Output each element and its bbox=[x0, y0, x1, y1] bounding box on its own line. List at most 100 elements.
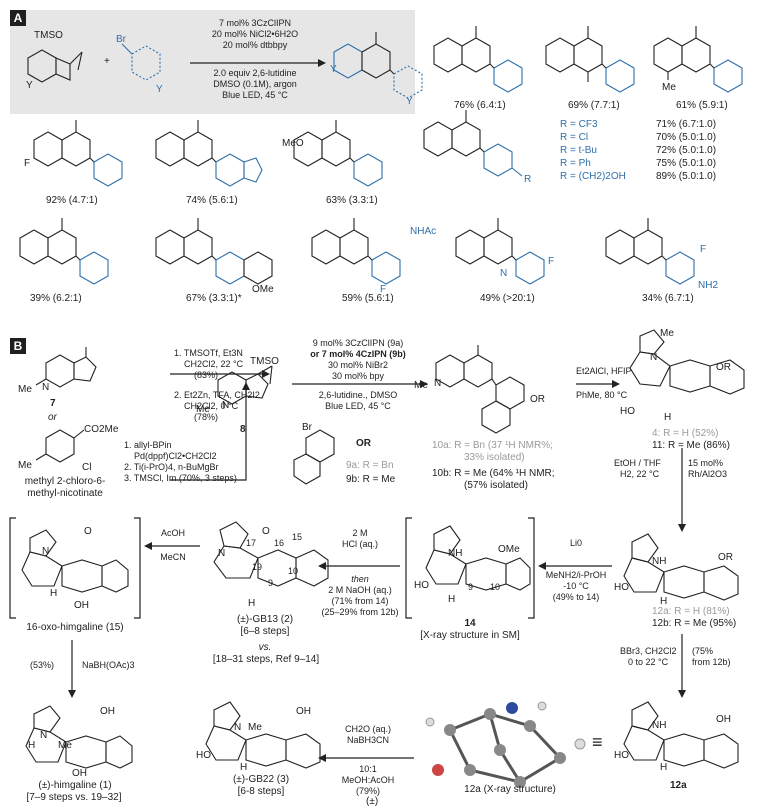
cmpd-9a-label: 9a: R = Bn bbox=[346, 460, 394, 471]
cmpd-10-structure bbox=[435, 345, 525, 434]
nicotinate-me: Me bbox=[18, 460, 32, 471]
cmpd-2-num19: 19 bbox=[252, 562, 263, 572]
cmpd-9-br: Br bbox=[302, 422, 312, 433]
yield-3: 61% (5.9:1) bbox=[676, 100, 728, 111]
product-7-para bbox=[423, 110, 523, 177]
substituent-f-10: F bbox=[548, 256, 555, 267]
cmpd-12a-ho: HO bbox=[614, 750, 629, 761]
nicotinate-ester: CO2Me bbox=[84, 424, 119, 435]
cmpd-14-num10: 10 bbox=[490, 582, 501, 592]
cmpd-14-ho: HO bbox=[414, 580, 429, 591]
cmpd-10-n: N bbox=[434, 378, 442, 389]
cmpd-2-name: (±)-GB13 (2) bbox=[236, 614, 294, 625]
cmpd-2-num16: 16 bbox=[274, 538, 285, 548]
cmpd-12-or: OR bbox=[718, 552, 733, 563]
reactant-cyclopropanol bbox=[27, 49, 83, 83]
cmpd-12a-structure bbox=[623, 701, 739, 769]
product-3 bbox=[653, 26, 743, 93]
conditions-b4b: PhMe, 80 °C bbox=[576, 390, 628, 400]
product-10 bbox=[311, 218, 401, 285]
cmpd-3-ho: HO bbox=[196, 750, 211, 761]
para-r-4: R = Ph bbox=[560, 158, 591, 169]
product-8 bbox=[19, 218, 109, 285]
nicotinate-cl: Cl bbox=[82, 462, 92, 473]
para-yield-1: 71% (6.7:1.0) bbox=[656, 119, 717, 130]
cmpd-7-me: Me bbox=[18, 384, 32, 395]
conditions-b2: 1. allyl-BPin Pd(dppf)Cl2•CH2Cl2 2. Ti(i… bbox=[124, 440, 237, 483]
cmpd-4-label-b: 11: R = Me (86%) bbox=[652, 440, 730, 451]
cmpd-7-label: 7 bbox=[50, 398, 56, 409]
nicotinate-structure bbox=[35, 429, 85, 463]
xray-label: 12a (X-ray structure) bbox=[464, 784, 556, 795]
cmpd-14-nh: NH bbox=[448, 548, 463, 559]
product-ring-y-label: Y bbox=[406, 96, 413, 107]
cmpd-14-sub: [X-ray structure in SM] bbox=[420, 630, 520, 641]
cmpd-8-me: Me bbox=[196, 404, 210, 415]
cmpd-1-me: Me bbox=[58, 740, 72, 751]
substituent-ome-8: OMe bbox=[252, 284, 274, 295]
cmpd-12a-label: 12a: R = H (81%) bbox=[652, 606, 730, 617]
conditions-b5: EtOH / THF H2, 22 °C bbox=[614, 458, 661, 479]
cmpd-2-vs: vs. bbox=[258, 642, 272, 653]
cmpd-4-n: N bbox=[650, 352, 658, 363]
cmpd-12a-h: H bbox=[660, 762, 668, 773]
cmpd-3-steps: [6-8 steps] bbox=[237, 786, 285, 797]
cmpd-3-h: H bbox=[240, 762, 248, 773]
cmpd-8-tmso: TMSO bbox=[250, 356, 279, 367]
cmpd-10a-label: 10a: R = Bn (37 ¹H NMR%; bbox=[432, 440, 553, 451]
cmpd-2-steps: [6–8 steps] bbox=[240, 626, 290, 637]
arrow-b2 bbox=[170, 388, 247, 481]
cmpd-3-oh: OH bbox=[296, 706, 311, 717]
conditions-b7b: then 2 M NaOH (aq.) (71% from 14) (25–29… bbox=[321, 574, 399, 617]
product-1 bbox=[433, 26, 523, 93]
cmpd-15-o: O bbox=[84, 526, 92, 537]
para-r-2: R = Cl bbox=[560, 132, 589, 143]
cmpd-12a-oh: OH bbox=[716, 714, 731, 725]
substituent-f-4: F bbox=[24, 158, 31, 169]
product-11 bbox=[455, 218, 545, 285]
cmpd-10b-label2: (57% isolated) bbox=[464, 480, 528, 491]
product-tetralone-generic bbox=[333, 32, 423, 99]
nicotinate-name: methyl 2-chloro-6- methyl-nicotinate bbox=[24, 476, 106, 499]
cmpd-15-n: N bbox=[42, 546, 50, 557]
product-9 bbox=[155, 218, 273, 285]
cmpd-1-oh-top: OH bbox=[100, 706, 115, 717]
cmpd-4-me: Me bbox=[660, 328, 674, 339]
cmpd-1-name: (±)-himgaline (1) bbox=[38, 780, 112, 791]
product-6 bbox=[293, 120, 383, 187]
cmpd-3-structure bbox=[205, 701, 321, 769]
yield-5: 74% (5.6:1) bbox=[186, 195, 238, 206]
para-yield-3: 72% (5.0:1.0) bbox=[656, 145, 717, 156]
panel-a-scheme-box bbox=[10, 10, 415, 114]
equivalence-sign: ≡ bbox=[592, 732, 603, 752]
cmpd-1-h: H bbox=[28, 740, 36, 751]
product-2 bbox=[545, 26, 635, 93]
cmpd-7-structure bbox=[35, 347, 97, 388]
cmpd-8-label: 8 bbox=[240, 424, 246, 435]
aryl-bromide bbox=[121, 43, 161, 81]
substituent-f-11: F bbox=[700, 244, 707, 255]
yield-9: 59% (5.6:1) bbox=[342, 293, 394, 304]
cmpd-2-o: O bbox=[262, 526, 270, 537]
para-yield-5: 89% (5.0:1.0) bbox=[656, 171, 717, 182]
cmpd-3-me: Me bbox=[248, 722, 262, 733]
cmpd-4-h: H bbox=[664, 412, 672, 423]
panel-a-label: A bbox=[10, 10, 26, 26]
cmpd-2-ref: [18–31 steps, Ref 9–14] bbox=[212, 654, 320, 665]
aryl-br-label: Br bbox=[116, 34, 126, 45]
para-r-label: R bbox=[524, 174, 532, 185]
cmpd-10-or: OR bbox=[530, 394, 545, 405]
conditions-b4: Et2AlCl, HFIP bbox=[576, 366, 632, 376]
cmpd-3-name: (±)-GB22 (3) bbox=[232, 774, 290, 785]
substituent-meo-6: MeO bbox=[282, 138, 304, 149]
cmpd-15-structure bbox=[21, 529, 129, 593]
reactant-tmso-label: TMSO bbox=[34, 30, 63, 41]
cmpd-9b-label: 9b: R = Me bbox=[346, 474, 396, 485]
cmpd-2-num10: 10 bbox=[288, 566, 299, 576]
conditions-b6: Li0 bbox=[569, 538, 582, 548]
product-5 bbox=[155, 120, 263, 187]
panel-a-conditions-top: 7 mol% 3CzClIPN 20 mol% NiCl2•6H2O 20 mo… bbox=[211, 18, 299, 50]
conditions-b11: CH2O (aq.) NaBH3CN bbox=[344, 724, 391, 745]
aryl-y-label: Y bbox=[156, 84, 163, 95]
